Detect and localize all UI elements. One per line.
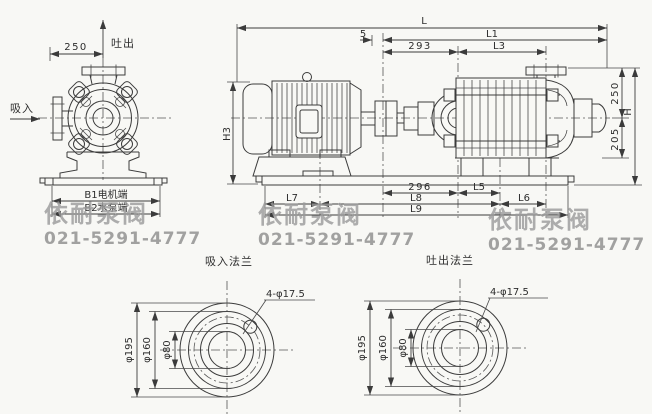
- watermark-phone: 021-5291-4777: [488, 235, 646, 256]
- suction-bore-dia-label: φ80: [162, 340, 173, 359]
- front-width-dim-label: 250: [64, 42, 88, 53]
- watermark-company-name: 依耐泵阀: [258, 201, 362, 229]
- pump-end-dim-label: B2水泵端: [84, 201, 127, 214]
- dim-H3-label: H3: [222, 127, 233, 141]
- suction-flange-view: 吸入法兰 4-φ17.5 φ195 φ160 φ80: [124, 254, 315, 414]
- dim-5-label: 5: [360, 29, 366, 40]
- discharge-outer-dia-label: φ195: [357, 335, 368, 361]
- watermark: 依耐泵阀 021-5291-4777: [258, 201, 416, 251]
- discharge-flange-title: 吐出法兰: [426, 253, 474, 267]
- dim-H-label: H: [623, 108, 634, 116]
- dim-L8-label: L8: [410, 193, 422, 204]
- dim-250-label: 250: [610, 81, 621, 105]
- dim-L9-label: L9: [410, 204, 422, 215]
- side-view: L 5 L1 293 L3 H3 250 205 H 296 L5 L7 L8: [222, 16, 642, 219]
- dim-L6-label: L6: [518, 193, 530, 204]
- dim-L-label: L: [421, 16, 427, 27]
- dim-L1-label: L1: [486, 29, 498, 40]
- discharge-bore-dia-label: φ80: [398, 338, 409, 357]
- watermark-phone: 021-5291-4777: [258, 230, 416, 251]
- motor-end-dim-label: B1电机端: [84, 188, 127, 201]
- dim-L5-label: L5: [473, 182, 485, 193]
- dim-L7-label: L7: [286, 193, 298, 204]
- suction-outer-dia-label: φ195: [124, 337, 135, 363]
- suction-bolt-holes-label: 4-φ17.5: [266, 289, 305, 300]
- discharge-direction-label: 吐出: [111, 36, 135, 50]
- discharge-bolt-circle-label: φ160: [378, 335, 389, 361]
- discharge-flange-view: 吐出法兰 4-φ17.5 φ195 φ160 φ80: [357, 253, 548, 414]
- watermark-company-name: 依耐泵阀: [488, 206, 592, 234]
- watermark-company-name: 依耐泵阀: [44, 200, 148, 228]
- dim-L3-label: L3: [493, 41, 505, 52]
- watermark-phone: 021-5291-4777: [44, 229, 202, 250]
- suction-bolt-circle-label: φ160: [142, 337, 153, 363]
- dim-296-label: 296: [408, 182, 432, 193]
- front-view: 吐出 250 吸入: [10, 20, 172, 218]
- watermark: 依耐泵阀 021-5291-4777: [44, 200, 202, 250]
- watermark: 依耐泵阀 021-5291-4777: [488, 206, 646, 256]
- discharge-bolt-holes-label: 4-φ17.5: [490, 287, 529, 298]
- suction-direction-label: 吸入: [10, 102, 34, 115]
- suction-flange-title: 吸入法兰: [205, 254, 253, 268]
- dim-293-label: 293: [408, 41, 432, 52]
- dim-205-label: 205: [610, 127, 621, 151]
